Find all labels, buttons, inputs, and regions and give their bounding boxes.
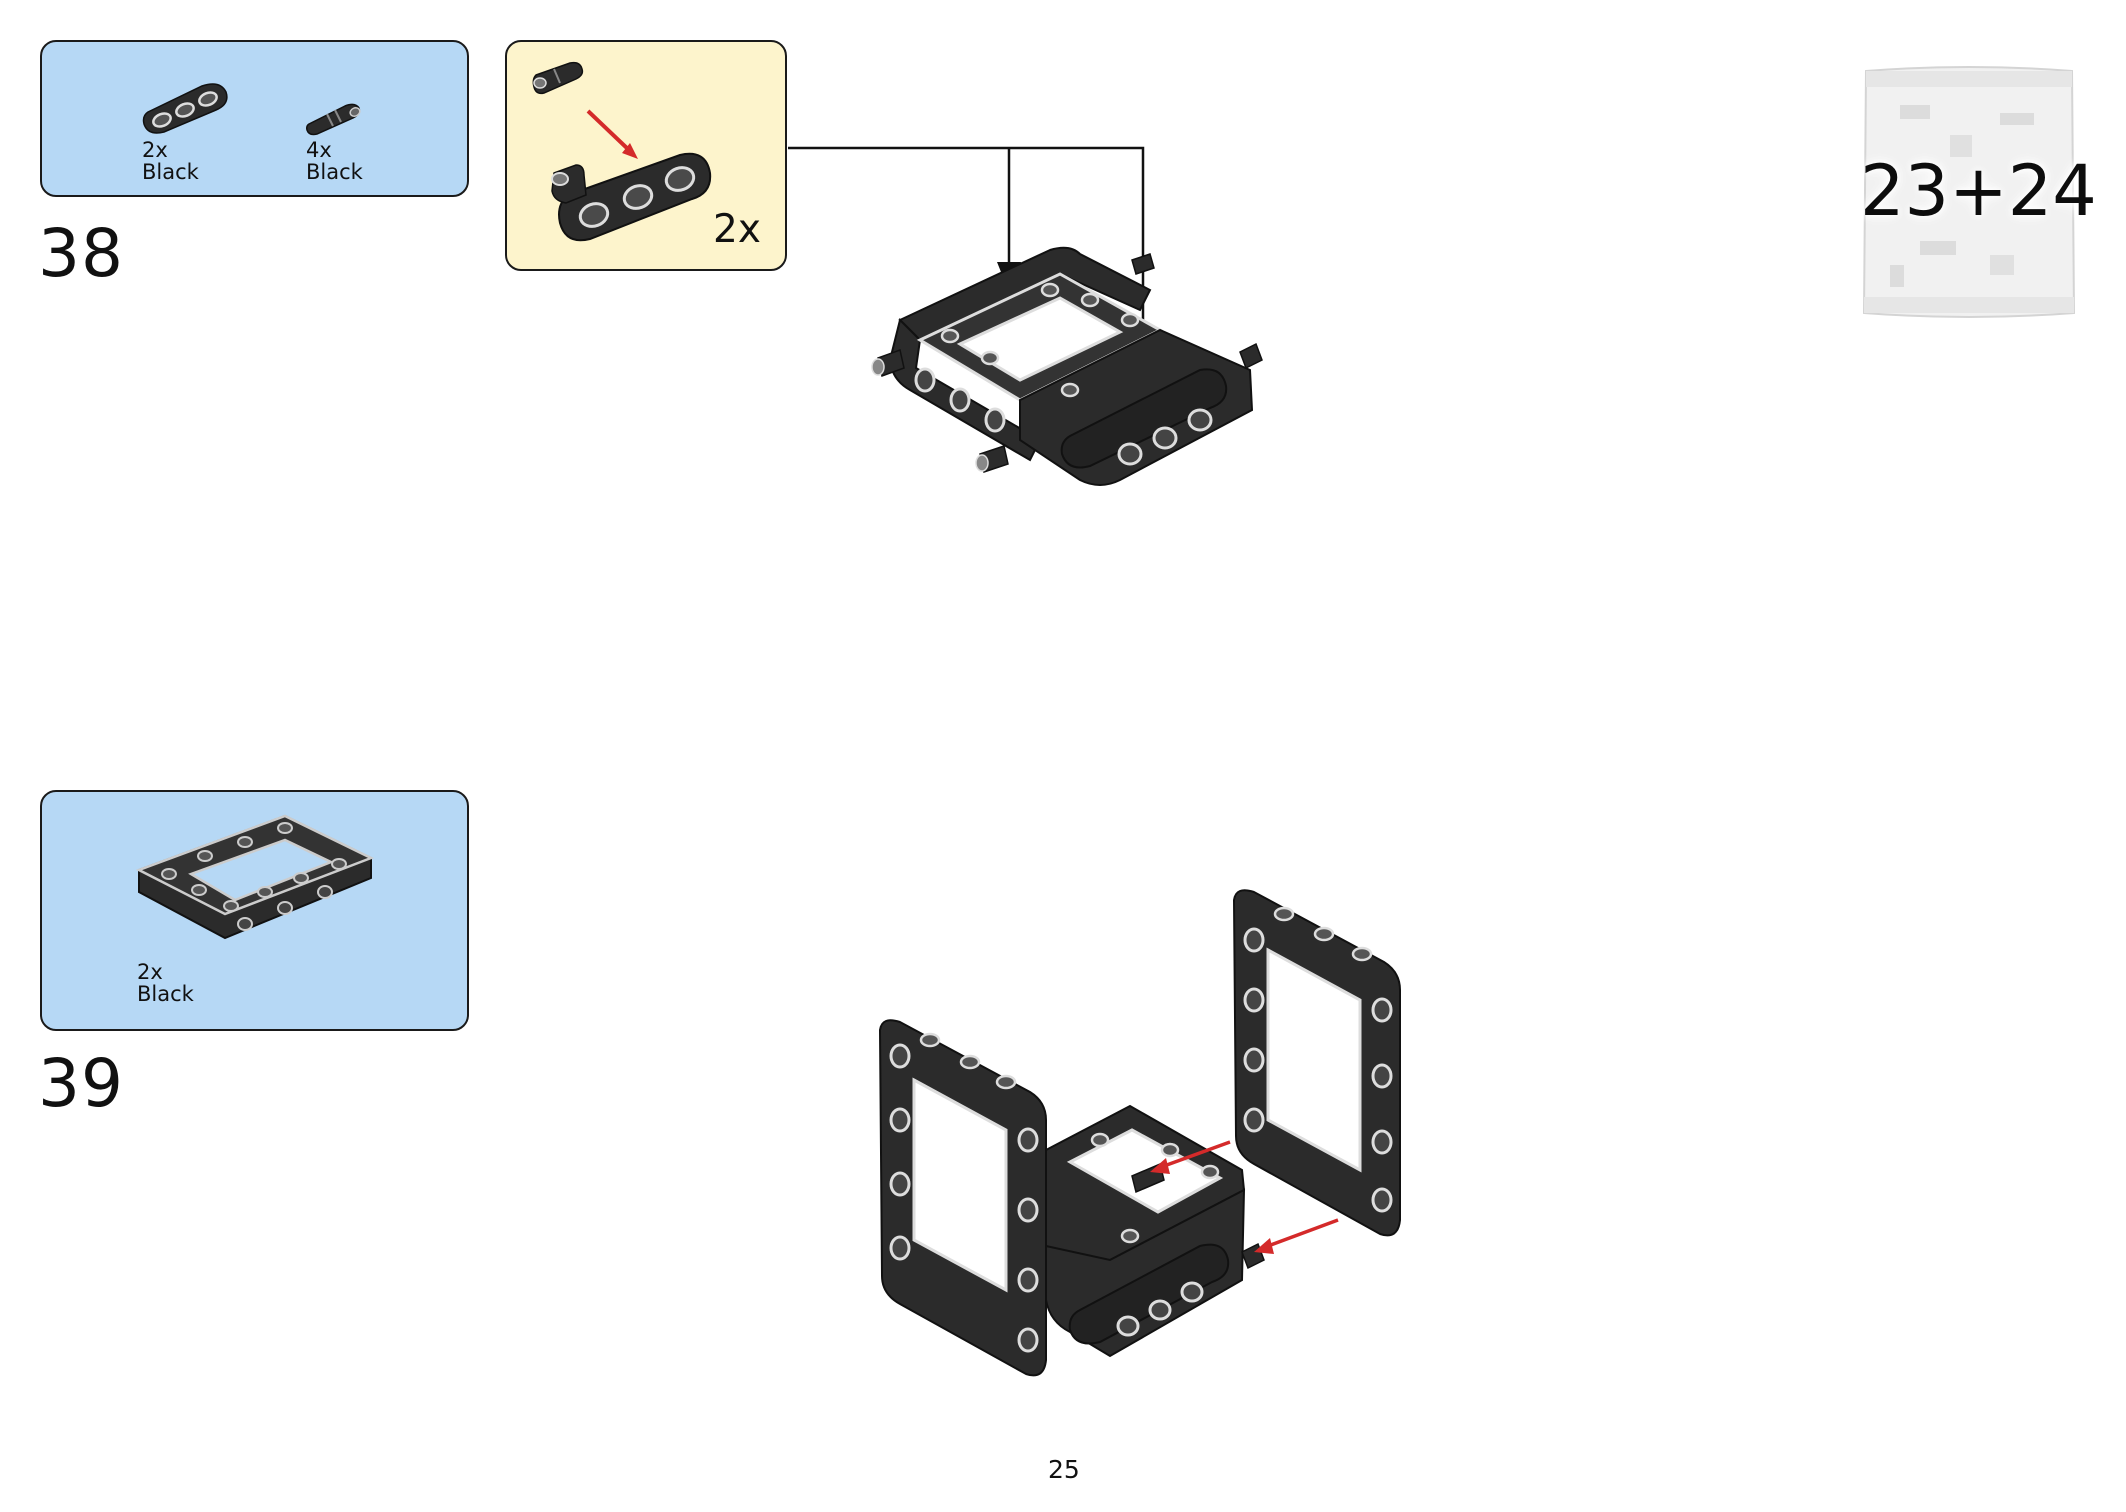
bag-number: 23+24 xyxy=(1860,150,2097,232)
step-39-assembly xyxy=(878,889,1401,1377)
part-qty: 2x xyxy=(137,960,163,984)
subassembly-multiplier: 2x xyxy=(713,207,761,252)
step-number-39: 39 xyxy=(38,1045,124,1122)
part-color: Black xyxy=(306,160,363,184)
frame-5x7-icon xyxy=(135,814,375,940)
part-color: Black xyxy=(142,160,199,184)
part-label-pin: 4x Black xyxy=(306,139,363,183)
part-color: Black xyxy=(137,982,194,1006)
part-qty: 2x xyxy=(142,138,168,162)
bag-icon xyxy=(1862,66,2076,318)
part-label-beam: 2x Black xyxy=(142,139,199,183)
step-number-38: 38 xyxy=(38,215,124,292)
page-number: 25 xyxy=(1048,1455,1080,1484)
part-qty: 4x xyxy=(306,138,332,162)
beam-3-icon xyxy=(142,83,228,134)
pin-icon xyxy=(306,103,361,136)
subassembly-illustration xyxy=(532,61,712,242)
part-label-frame: 2x Black xyxy=(137,961,194,1005)
step-38-assembly xyxy=(871,246,1263,486)
parts-list-step-38 xyxy=(40,40,469,197)
